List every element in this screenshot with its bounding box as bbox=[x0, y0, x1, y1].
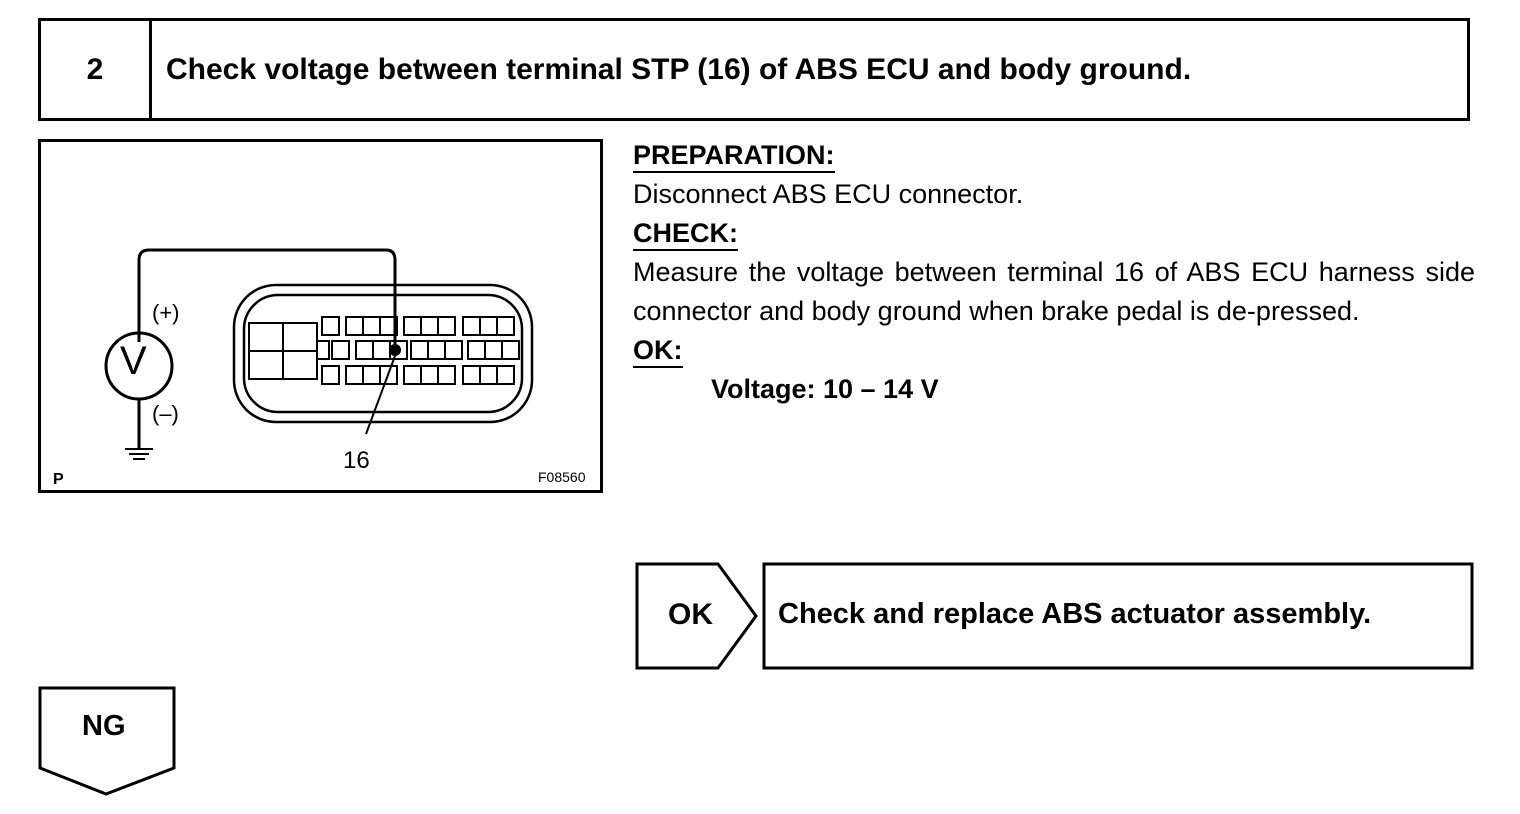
connector-cavity bbox=[379, 316, 398, 336]
circuit-diagram bbox=[104, 248, 534, 460]
connector-cavity bbox=[321, 316, 340, 336]
connector-cavity bbox=[496, 316, 515, 336]
terminal-label: 16 bbox=[343, 447, 370, 474]
corner-label: P bbox=[53, 471, 64, 488]
ok-action: Check and replace ABS actuator assembly. bbox=[778, 598, 1372, 630]
connector-cavity bbox=[321, 365, 340, 385]
ok-label: OK bbox=[668, 598, 713, 631]
ng-arrow-shape bbox=[38, 686, 176, 796]
connector-cavity bbox=[437, 316, 456, 336]
preparation-heading: PREPARATION: bbox=[633, 140, 835, 173]
check-text: Measure the voltage between terminal 16 … bbox=[633, 257, 1475, 326]
ground-icon bbox=[125, 448, 153, 460]
connector-cavity bbox=[496, 365, 515, 385]
preparation-text: Disconnect ABS ECU connector. bbox=[633, 179, 1024, 209]
step-title: Check voltage between terminal STP (16) … bbox=[166, 52, 1192, 86]
meter-symbol: V bbox=[120, 339, 147, 383]
plus-label: (+) bbox=[152, 300, 180, 325]
step-number: 2 bbox=[41, 21, 152, 118]
figure-code: F08560 bbox=[538, 469, 586, 485]
connector-cavity bbox=[444, 340, 463, 360]
check-heading: CHECK: bbox=[633, 218, 738, 251]
ng-label: NG bbox=[82, 710, 126, 742]
connector-cavity bbox=[501, 340, 520, 360]
minus-label: (–) bbox=[152, 401, 179, 426]
ok-spec: Voltage: 10 – 14 V bbox=[711, 374, 939, 404]
voltmeter-icon bbox=[104, 331, 174, 448]
connector-cavity bbox=[331, 340, 350, 360]
ok-heading: OK: bbox=[633, 335, 683, 368]
ok-arrow-shape bbox=[635, 562, 758, 670]
ok-action-box bbox=[762, 562, 1474, 670]
connector-cavities bbox=[321, 316, 520, 385]
connector-cavity bbox=[379, 365, 398, 385]
terminal-16-probe bbox=[389, 344, 401, 356]
step-header: 2 Check voltage between terminal STP (16… bbox=[38, 18, 1470, 121]
connector-cavity bbox=[437, 365, 456, 385]
probe-wire bbox=[137, 248, 397, 346]
terminal-leader-line bbox=[365, 355, 396, 435]
procedure-text: PREPARATION: Disconnect ABS ECU connecto… bbox=[633, 136, 1475, 409]
connector-icon bbox=[232, 283, 534, 424]
wiring-figure: V (+) (–) 16 P F08560 bbox=[38, 139, 603, 493]
